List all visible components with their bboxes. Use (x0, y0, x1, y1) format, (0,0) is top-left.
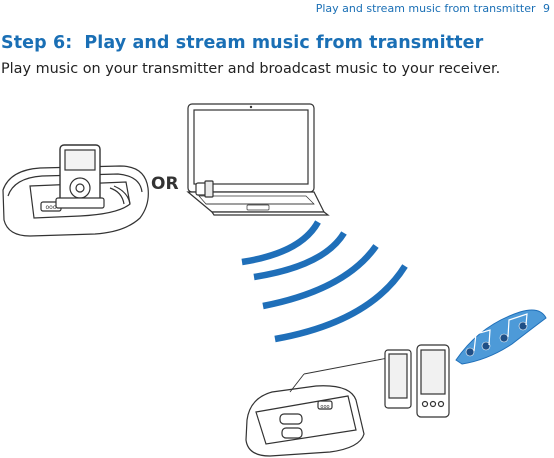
svg-text:ooo: ooo (320, 404, 329, 410)
step-heading: Step 6: Play and stream music from transm… (1, 33, 483, 53)
laptop-with-usb-transmitter-icon (186, 103, 330, 216)
speakers-icon (384, 344, 450, 418)
receiver-base-icon: ooo (245, 357, 389, 457)
music-notes-icon (455, 309, 547, 365)
wireless-signal-icon (241, 220, 408, 343)
or-label: OR (151, 174, 179, 194)
step-title: Play and stream music from transmitter (84, 33, 484, 53)
step-description: Play music on your transmitter and broad… (1, 61, 501, 77)
page-number: 9 (543, 2, 550, 15)
step-number: Step 6: (1, 33, 73, 53)
svg-text:ooo: ooo (45, 204, 56, 211)
ipod-dock-transmitter-icon: ooo (2, 144, 149, 237)
running-header: Play and stream music from transmitter 9 (316, 2, 550, 15)
running-header-title: Play and stream music from transmitter (315, 2, 536, 15)
